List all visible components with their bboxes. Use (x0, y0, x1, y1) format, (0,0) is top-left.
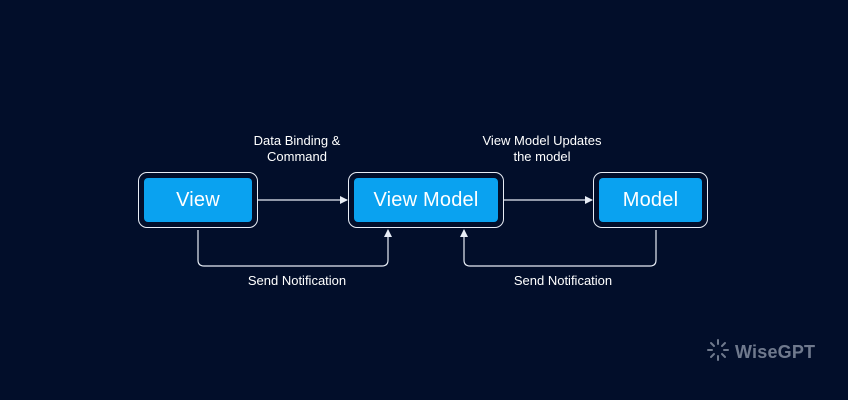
wisegpt-logo-icon (706, 338, 730, 367)
label-viewmodel-updates-line1: View Model Updates (482, 133, 602, 148)
label-viewmodel-updates: View Model Updates the model (467, 133, 617, 165)
label-data-binding-line1: Data Binding & (253, 133, 341, 148)
label-viewmodel-updates-line2: the model (513, 149, 571, 164)
node-view-model: View Model (348, 172, 504, 228)
node-view: View (138, 172, 258, 228)
node-view-model-label: View Model (354, 178, 498, 222)
label-data-binding: Data Binding & Command (237, 133, 357, 165)
node-view-label: View (144, 178, 252, 222)
wisegpt-logo-text: WiseGPT (735, 342, 816, 362)
arrow-model-notification (460, 229, 657, 267)
node-model-label: Model (599, 178, 702, 222)
label-send-notification-right: Send Notification (513, 273, 613, 288)
label-send-notification-left: Send Notification (247, 273, 347, 288)
wisegpt-logo: WiseGPT (706, 338, 815, 367)
label-data-binding-line2: Command (267, 149, 327, 164)
node-model: Model (593, 172, 708, 228)
arrow-view-notification (197, 229, 392, 267)
